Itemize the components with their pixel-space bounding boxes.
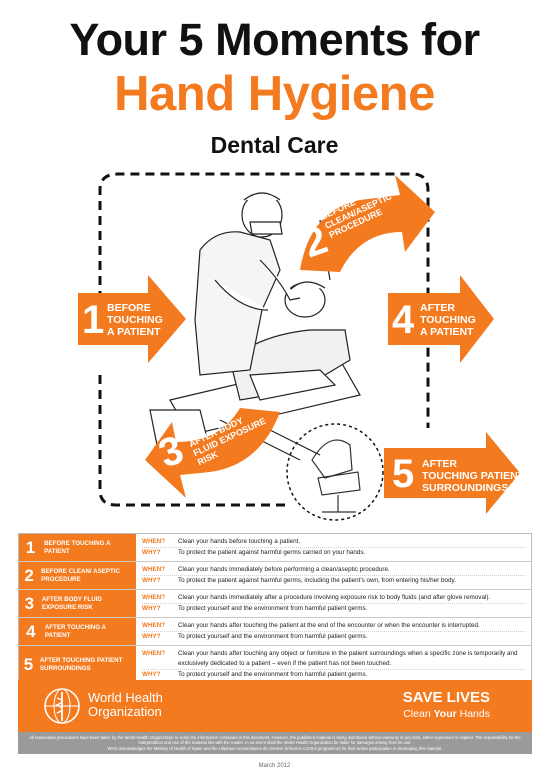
moment-4-label: AFTER TOUCHING A PATIENT [420,302,476,338]
row-title: AFTER BODY FLUID EXPOSURE RISK [41,596,102,611]
row-body: WHEN? Clean your hands after touching any… [136,646,531,683]
when-text: Clean your hands immediately after a pro… [178,594,491,601]
patient-zone-outline-bottom [98,375,290,507]
table-row: 3 AFTER BODY FLUID EXPOSURE RISK WHEN? Clea… [19,590,531,618]
why-text: To protect yourself and the environment … [178,605,368,612]
row-body: WHEN? Clean your hands after touching the… [136,618,531,645]
publication-date: March 2012 [258,763,291,769]
why-label: WHY? [142,633,161,640]
row-label: 2 BEFORE CLEAN/ ASEPTIC PROCEDURE [19,562,136,589]
why-line: WHY? To protect the patient against harmf… [142,575,525,586]
when-line: WHEN? Clean your hands before touching a … [142,537,525,547]
moment-1-number: 1 [82,298,105,342]
when-label: WHEN? [142,650,166,657]
patient-zone-outline [98,172,430,428]
when-text: Clean your hands after touching the pati… [178,622,480,629]
table-row: 5 AFTER TOUCHING PATIENT SURROUNDINGS WHEN… [19,646,531,683]
slogan-clean-hands: Clean Your Hands [403,708,490,720]
moment-5-arrow [384,432,520,514]
subtitle: Dental Care [210,132,339,158]
when-text: Clean your hands before touching a patie… [178,538,301,545]
row-label: 1 BEFORE TOUCHING A PATIENT [19,534,136,561]
row-body: WHEN? Clean your hands immediately before… [136,562,531,589]
moment-1-arrow [78,275,186,363]
when-label: WHEN? [142,538,166,545]
when-text: Clean your hands after touching any obje… [178,650,518,667]
moment-5-number: 5 [392,452,415,496]
moment-5-label: AFTER TOUCHING PATIENT SURROUNDINGS [422,458,525,494]
row-title: BEFORE CLEAN/ ASEPTIC PROCEDURE [41,568,120,583]
row-title: BEFORE TOUCHING A PATIENT [44,540,111,555]
chair-icon [311,439,361,513]
table-row: 1 BEFORE TOUCHING A PATIENT WHEN? Clean you… [19,534,531,562]
why-line: WHY? To protect the patient against harmf… [142,547,525,558]
moment-4-arrow [388,275,494,363]
why-line: WHY? To protect yourself and the environm… [142,631,525,642]
why-text: To protect the patient against harmful g… [178,549,366,556]
why-label: WHY? [142,605,161,612]
when-line: WHEN? Clean your hands immediately before… [142,565,525,575]
why-line: WHY? To protect yourself and the environm… [142,669,525,680]
why-label: WHY? [142,671,161,678]
row-label: 3 AFTER BODY FLUID EXPOSURE RISK [19,590,136,617]
moment-3-arrow [145,408,280,498]
title-line-2: Hand Hygiene [114,67,435,121]
why-text: To protect yourself and the environment … [178,633,368,640]
row-title: AFTER TOUCHING PATIENT SURROUNDINGS [39,657,123,672]
row-number: 5 [23,654,34,674]
moment-4-number: 4 [392,298,415,342]
moment-1-label: BEFORE TOUCHING A PATIENT [107,302,163,338]
when-label: WHEN? [142,566,166,573]
when-line: WHEN? Clean your hands immediately after … [142,593,525,603]
diagram-graphics [78,172,520,521]
why-line: WHY? To protect yourself and the environm… [142,603,525,614]
why-label: WHY? [142,549,161,556]
row-number: 1 [25,537,36,557]
why-text: To protect the patient against harmful g… [178,577,456,584]
moment-2-arrow [300,175,435,272]
when-text: Clean your hands immediately before perf… [178,566,390,573]
row-number: 3 [24,593,35,613]
row-number: 2 [24,565,34,585]
why-text: To protect yourself and the environment … [178,671,368,678]
table-row: 2 BEFORE CLEAN/ ASEPTIC PROCEDURE WHEN? Cle… [19,562,531,590]
slogan-save-lives: SAVE LIVES [402,689,490,706]
when-line: WHEN? Clean your hands after touching any… [142,649,525,669]
row-number: 4 [26,621,36,641]
disclaimer: All reasonable precautions have been tak… [18,732,532,754]
footer-band: World Health Organization SAVE LIVES Cle… [18,680,532,732]
who-name: World Health Organization [88,690,163,719]
when-label: WHEN? [142,622,166,629]
table-row: 4 AFTER TOUCHING A PATIENT WHEN? Clean your… [19,618,531,646]
row-label: 5 AFTER TOUCHING PATIENT SURROUNDINGS [19,646,136,683]
why-label: WHY? [142,577,161,584]
row-body: WHEN? Clean your hands immediately after … [136,590,531,617]
when-label: WHEN? [142,594,166,601]
row-title: AFTER TOUCHING A PATIENT [44,624,106,639]
title-line-1: Your 5 Moments for [69,14,480,65]
five-moments-diagram: 1 BEFORE TOUCHING A PATIENT 4 AFTER TOUC… [0,160,549,530]
who-logo-icon [44,688,80,724]
row-label: 4 AFTER TOUCHING A PATIENT [19,618,136,645]
when-line: WHEN? Clean your hands after touching the… [142,621,525,631]
moments-table: 1 BEFORE TOUCHING A PATIENT WHEN? Clean you… [18,533,532,684]
chair-zone-circle [286,423,384,521]
row-body: WHEN? Clean your hands before touching a … [136,534,531,561]
